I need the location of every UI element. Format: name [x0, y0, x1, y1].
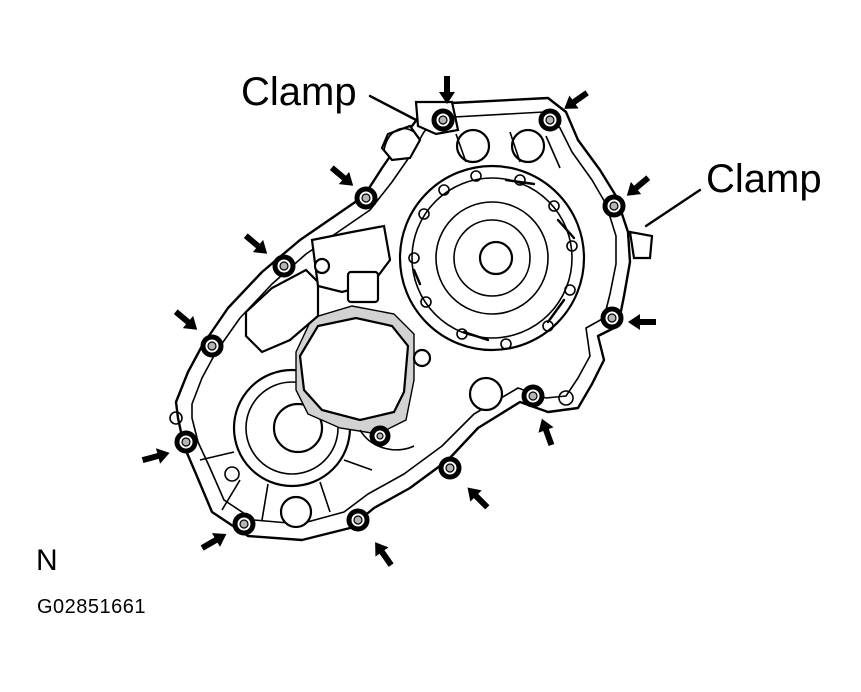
- case-outline: [174, 96, 632, 542]
- bolt-4: [600, 306, 624, 330]
- bolt-8: [232, 512, 256, 536]
- clamp-label-left: Clamp: [241, 70, 357, 114]
- right-boss: [468, 376, 504, 412]
- bolt-markers: [174, 108, 626, 536]
- actuator-wire: [359, 429, 415, 451]
- bolt-9: [174, 430, 198, 454]
- lower-boss-small: [224, 466, 240, 482]
- view-letter: N: [36, 544, 58, 577]
- top-ribs: [455, 131, 561, 169]
- left-clamp-wire: [383, 127, 415, 151]
- top-boss-right: [510, 128, 546, 164]
- output-flange-hub-inner: [453, 219, 531, 297]
- arrow-9: [141, 448, 170, 464]
- left-clamp-leader: [368, 94, 422, 124]
- bolt-3: [602, 194, 626, 218]
- right-clamp-leader: [644, 188, 702, 228]
- right-boss-small: [558, 390, 574, 406]
- output-flange-hub: [435, 201, 549, 315]
- bolt-13: [369, 425, 391, 447]
- bolt-2: [538, 108, 562, 132]
- bolt-7: [346, 508, 370, 532]
- lower-bearing-center: [272, 402, 324, 454]
- bolt-5: [521, 384, 545, 408]
- left-small-hole: [169, 411, 183, 425]
- arrow-6: [467, 487, 490, 510]
- top-boss-left: [455, 128, 491, 164]
- bolt-10: [200, 334, 224, 358]
- output-flange-ring: [411, 177, 573, 339]
- actuator-face: [298, 316, 410, 422]
- lower-bearing-ribs: [199, 451, 373, 521]
- bolt-12: [354, 186, 378, 210]
- figure-code: G02851661: [37, 596, 147, 618]
- bolt-11: [272, 254, 296, 278]
- bolt-1: [431, 108, 455, 132]
- arrow-7: [375, 542, 394, 567]
- bolt-arrows: [141, 76, 656, 567]
- actuator-connector: [346, 270, 380, 304]
- lower-bearing-ring: [245, 381, 339, 475]
- left-clamp-shape: [380, 124, 422, 162]
- output-flange-center: [478, 240, 514, 276]
- lower-boss: [279, 495, 313, 529]
- actuator-bolt: [313, 257, 331, 275]
- clamp-label-right: Clamp: [706, 157, 822, 201]
- arrow-12: [329, 165, 354, 186]
- actuator-mount: [244, 268, 320, 354]
- arrow-11: [243, 233, 268, 254]
- arrow-4: [628, 314, 656, 330]
- arrow-5: [538, 418, 555, 447]
- arrow-1: [439, 76, 455, 104]
- arrow-3: [626, 175, 651, 196]
- actuator-bolt-2: [412, 348, 432, 368]
- right-clamp-shape: [628, 230, 654, 260]
- arrow-2: [564, 90, 589, 109]
- flange-ribs: [412, 178, 576, 342]
- bolt-6: [438, 456, 462, 480]
- arrow-8: [200, 533, 227, 551]
- arrow-10: [173, 309, 198, 330]
